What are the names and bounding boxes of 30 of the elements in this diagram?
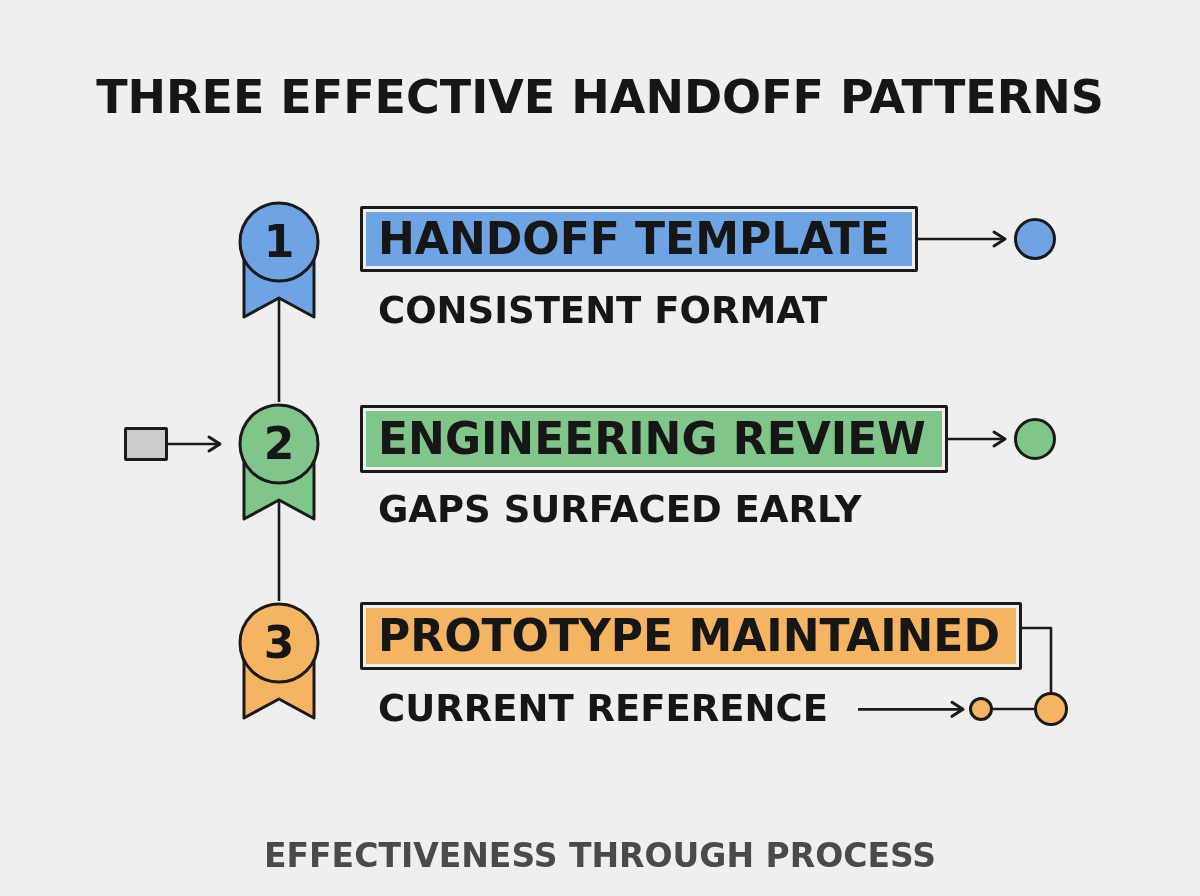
connector-line — [1022, 626, 1053, 692]
highlight-box — [360, 405, 948, 473]
circle-node — [1014, 218, 1056, 260]
subtitle-text: GAPS SURFACED EARLY — [378, 490, 862, 531]
box-title: ENGINEERING REVIEW — [378, 415, 926, 463]
box-title: HANDOFF TEMPLATE — [378, 215, 890, 263]
highlight-box — [360, 206, 918, 272]
connector-line — [993, 707, 1034, 711]
ribbon-badge — [236, 601, 322, 721]
square-node — [124, 427, 168, 461]
ribbon-badge — [236, 402, 322, 522]
badge-number: 3 — [263, 621, 295, 665]
subtitle-text: CURRENT REFERENCE — [378, 689, 829, 730]
arrow — [858, 700, 965, 718]
connector-line — [277, 522, 281, 601]
badge-number: 2 — [263, 422, 295, 466]
arrow — [948, 430, 1007, 448]
circle-node — [1034, 692, 1068, 726]
connector-line — [277, 320, 281, 402]
badge-number: 1 — [263, 220, 295, 264]
highlight-box — [360, 602, 1022, 670]
caption: EFFECTIVENESS THROUGH PROCESS — [264, 838, 936, 875]
arrow — [918, 230, 1007, 248]
subtitle-text: CONSISTENT FORMAT — [378, 291, 828, 332]
arrow — [168, 435, 222, 453]
title: THREE EFFECTIVE HANDOFF PATTERNS — [96, 72, 1104, 123]
circle-node — [969, 697, 993, 721]
box-title: PROTOTYPE MAINTAINED — [378, 612, 1000, 660]
circle-node — [1014, 418, 1056, 460]
ribbon-badge — [236, 200, 322, 320]
